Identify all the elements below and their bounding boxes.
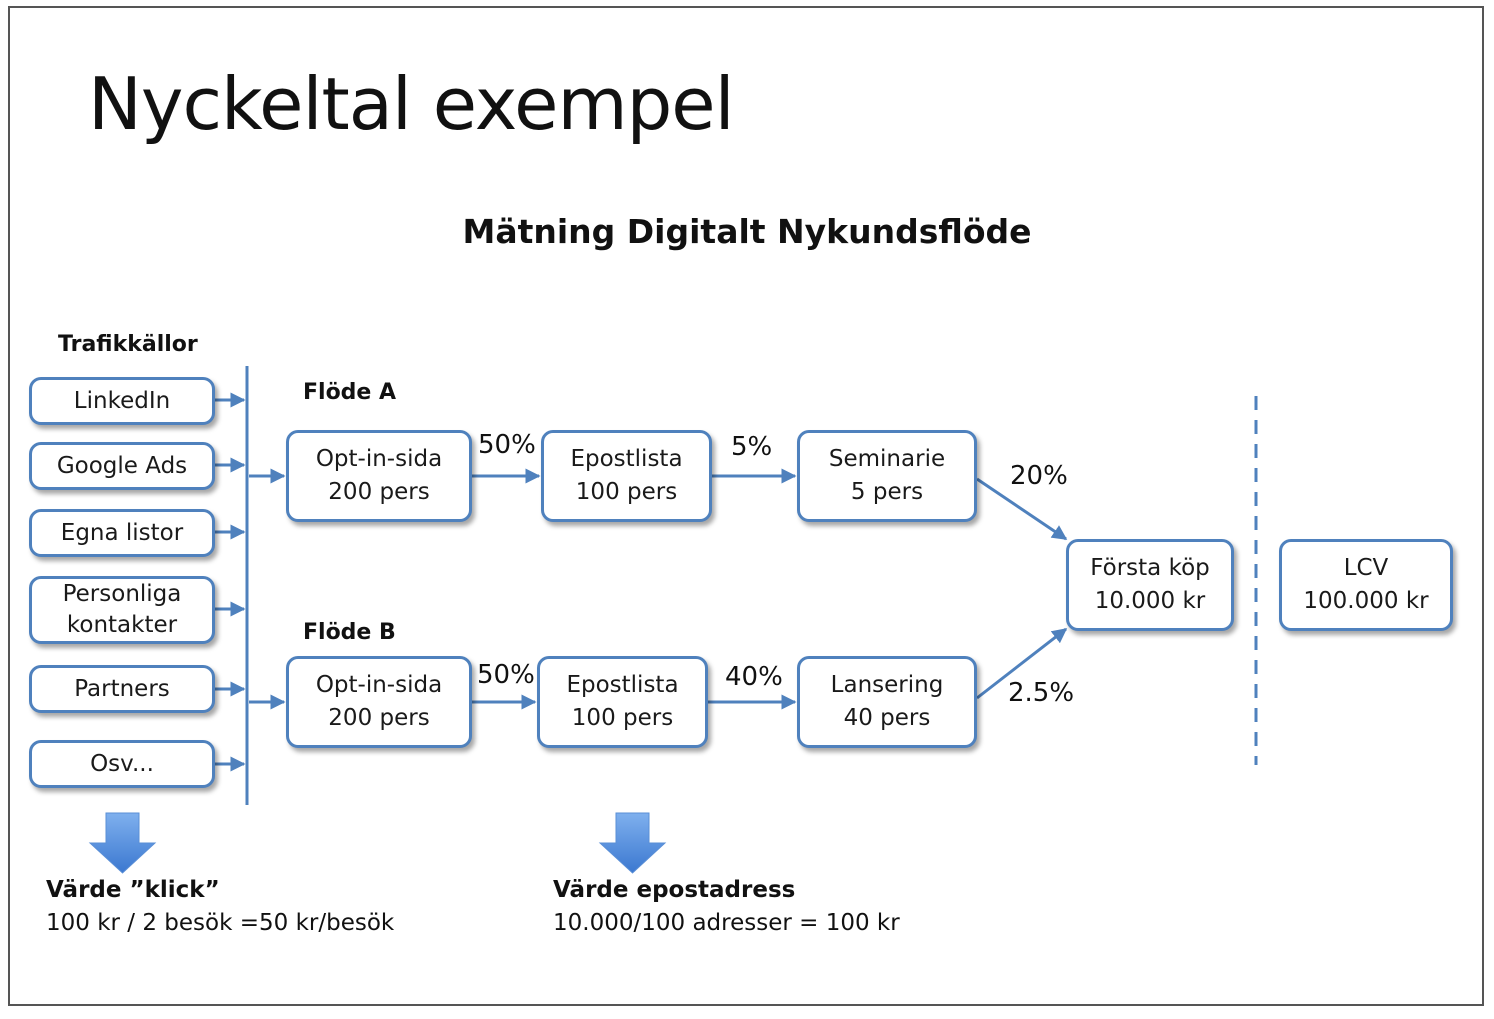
flow-a-seminar-box: Seminarie 5 pers: [797, 430, 977, 522]
step-count: 100 pers: [575, 479, 678, 505]
first-purchase-box: Första köp 10.000 kr: [1066, 539, 1234, 631]
step-value: 10.000 kr: [1094, 588, 1206, 614]
value-email-down-arrow: [598, 812, 667, 874]
source-personal-contacts: Personliga kontakter: [29, 576, 215, 644]
value-email-title: Värde epostadress: [553, 877, 796, 903]
source-label-line-2: kontakter: [66, 612, 178, 638]
flow-a-rate-3: 20%: [1010, 461, 1068, 491]
step-name: Lansering: [830, 672, 944, 698]
diagram-subtitle: Mätning Digitalt Nykundsflöde: [462, 212, 1032, 251]
flow-b-label: Flöde B: [303, 620, 396, 645]
source-label: Osv...: [90, 750, 154, 777]
flow-b-rate-1: 50%: [477, 660, 535, 690]
value-click-text: 100 kr / 2 besök =50 kr/besök: [46, 910, 395, 936]
flow-b-launch-box: Lansering 40 pers: [797, 656, 977, 748]
flow-b-email-list-box: Epostlista 100 pers: [537, 656, 708, 748]
step-name: Epostlista: [566, 672, 679, 698]
slide-frame: [8, 6, 1484, 1006]
step-name: Första köp: [1090, 555, 1210, 581]
step-name: Epostlista: [570, 446, 683, 472]
flow-b-rate-3: 2.5%: [1008, 678, 1075, 708]
flow-a-arrow-3: [976, 477, 1068, 541]
source-label: LinkedIn: [73, 387, 171, 414]
flow-b-optin-box: Opt-in-sida 200 pers: [286, 656, 472, 748]
flow-a-rate-2: 5%: [731, 432, 773, 462]
flow-a-email-list-box: Epostlista 100 pers: [541, 430, 712, 522]
step-count: 100 pers: [571, 705, 674, 731]
source-label: Personliga: [62, 581, 182, 607]
step-name: LCV: [1343, 555, 1389, 581]
source-own-lists: Egna listor: [29, 509, 215, 557]
flow-b-rate-2: 40%: [725, 662, 783, 692]
source-linkedin: LinkedIn: [29, 377, 215, 425]
traffic-sources-heading: Trafikkällor: [58, 332, 198, 357]
source-google-ads: Google Ads: [29, 442, 215, 490]
step-name: Opt-in-sida: [315, 446, 443, 472]
source-label: Google Ads: [56, 452, 188, 479]
flow-a-rate-1: 50%: [478, 430, 536, 460]
step-count: 200 pers: [328, 479, 430, 505]
value-email-text: 10.000/100 adresser = 100 kr: [553, 910, 900, 936]
flow-a-label: Flöde A: [303, 380, 397, 405]
value-click-title: Värde ”klick”: [46, 877, 220, 903]
flow-b-arrow-3: [976, 627, 1068, 700]
step-count: 40 pers: [843, 705, 931, 731]
step-count: 200 pers: [328, 705, 430, 731]
flow-a-optin-box: Opt-in-sida 200 pers: [286, 430, 472, 522]
step-count: 5 pers: [850, 479, 924, 505]
page-title: Nyckeltal exempel: [88, 62, 735, 146]
step-value: 100.000 kr: [1303, 588, 1429, 614]
source-partners: Partners: [29, 665, 215, 713]
lcv-box: LCV 100.000 kr: [1279, 539, 1453, 631]
source-label: Egna listor: [60, 519, 184, 546]
value-click-down-arrow: [88, 812, 157, 874]
source-etc: Osv...: [29, 740, 215, 788]
source-label: Partners: [74, 675, 170, 702]
step-name: Seminarie: [828, 446, 946, 472]
step-name: Opt-in-sida: [315, 672, 443, 698]
